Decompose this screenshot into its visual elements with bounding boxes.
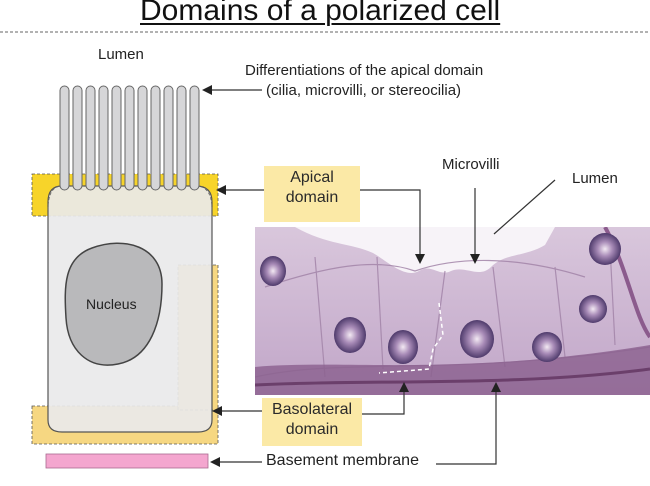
apical-domain-label: Apical domain [264, 166, 360, 222]
lumen-micrograph-label: Lumen [572, 170, 618, 187]
apical-domain-line1: Apical [290, 169, 334, 186]
basolateral-domain-line1: Basolateral [271, 401, 353, 418]
cilia [59, 85, 200, 191]
microvilli-label: Microvilli [442, 156, 500, 173]
lumen-top-label: Lumen [98, 46, 144, 63]
differentiations-label-line1: Differentiations of the apical domain [245, 62, 484, 79]
page-title: Domains of a polarized cell [140, 0, 501, 27]
apical-domain-line2: domain [285, 189, 339, 206]
basolateral-domain-label: Basolateral domain [262, 398, 362, 446]
basement-membrane-label: Basement membrane [266, 452, 419, 469]
basolateral-domain-line2: domain [285, 421, 339, 438]
nucleus-label: Nucleus [86, 296, 137, 312]
basement-membrane-bar [45, 453, 209, 469]
differentiations-label-line2: (cilia, microvilli, or stereocilia) [266, 82, 462, 99]
nucleus-shape [64, 242, 163, 366]
micrograph [255, 227, 650, 395]
